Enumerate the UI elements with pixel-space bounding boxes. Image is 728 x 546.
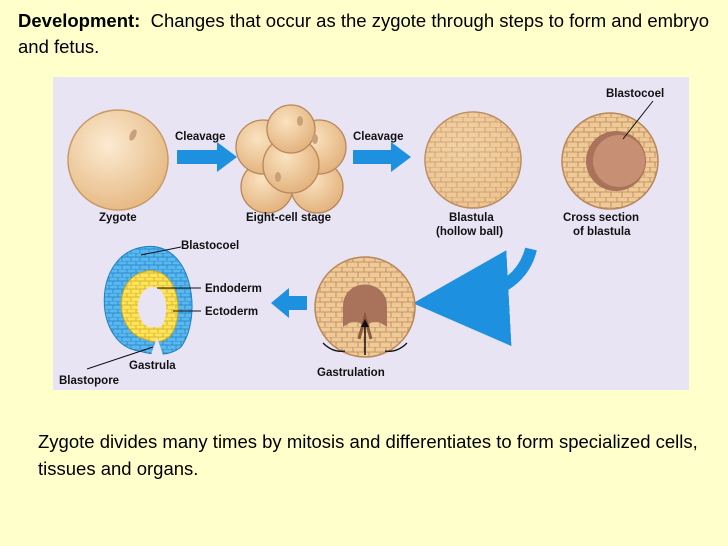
development-diagram: Zygote Cleavage Eight-cell stage Cleavag…	[53, 77, 689, 390]
label-hollow-ball: (hollow ball)	[436, 226, 503, 238]
label-of-blastula: of blastula	[573, 226, 631, 238]
summary-text: Zygote divides many times by mitosis and…	[38, 431, 698, 479]
label-cleavage-1: Cleavage	[175, 131, 226, 143]
arrow-to-gastrulation	[413, 247, 537, 347]
label-gastrula: Gastrula	[129, 360, 176, 372]
label-endoderm: Endoderm	[205, 283, 262, 295]
slide-header: Development: Changes that occur as the z…	[18, 8, 718, 60]
eight-cell-embryo	[235, 104, 347, 214]
label-cross-section: Cross section	[563, 212, 639, 224]
label-blastocoel-gastrula: Blastocoel	[181, 240, 239, 252]
label-zygote: Zygote	[99, 212, 137, 224]
label-ectoderm: Ectoderm	[205, 306, 258, 318]
term-definition: Changes that occur as the zygote through…	[18, 10, 710, 57]
zygote-cell	[67, 109, 169, 211]
arrow-cleavage-2	[353, 142, 411, 172]
label-gastrulation: Gastrulation	[317, 367, 385, 379]
pointer-blastocoel	[140, 246, 182, 256]
label-blastocoel-top: Blastocoel	[606, 88, 664, 100]
label-cleavage-2: Cleavage	[353, 131, 404, 143]
pointer-blastopore	[86, 346, 154, 370]
term-development: Development:	[18, 10, 141, 31]
label-blastopore: Blastopore	[59, 375, 119, 387]
blastula-cross-section	[561, 100, 659, 210]
gastrulation-embryo	[314, 256, 416, 358]
label-blastula: Blastula	[449, 212, 494, 224]
blastula-ball	[424, 111, 522, 209]
arrow-to-gastrula	[271, 288, 307, 318]
label-eight-cell: Eight-cell stage	[246, 212, 331, 224]
arrow-cleavage-1	[177, 142, 237, 172]
gastrula-embryo	[103, 246, 193, 355]
